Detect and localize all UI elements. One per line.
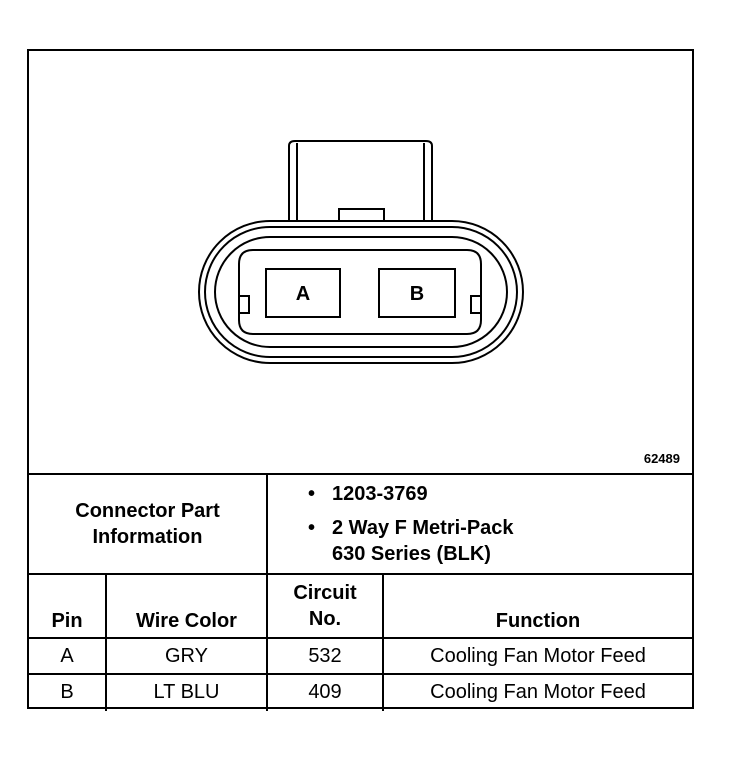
cavity-b bbox=[378, 268, 456, 318]
connector-latch bbox=[288, 140, 433, 222]
row-b-function: Cooling Fan Motor Feed bbox=[430, 680, 646, 703]
divider-header bbox=[29, 637, 692, 639]
header-wire-color: Wire Color bbox=[136, 610, 237, 632]
key-left bbox=[239, 295, 250, 314]
divider-circuit bbox=[382, 575, 384, 711]
divider-row-a bbox=[29, 673, 692, 675]
header-function: Function bbox=[495, 610, 581, 632]
divider-pin bbox=[105, 575, 107, 711]
part-info-label: Connector Part Information bbox=[29, 475, 266, 573]
header-circuit: Circuit No. bbox=[268, 575, 382, 637]
connector-type-bullet: • bbox=[308, 517, 316, 539]
row-a-function: Cooling Fan Motor Feed bbox=[430, 644, 646, 667]
cavity-a bbox=[265, 268, 341, 318]
row-a-wire-color: GRY bbox=[165, 644, 208, 667]
header-pin: Pin bbox=[51, 610, 83, 632]
connector-outer-ring bbox=[198, 220, 524, 364]
latch-tab bbox=[338, 208, 385, 222]
part-info-label-line2: Information bbox=[92, 526, 203, 548]
part-number: 1203-3769 bbox=[332, 483, 428, 505]
connector-series: 630 Series (BLK) bbox=[332, 543, 491, 565]
header-circuit-line1: Circuit bbox=[293, 582, 357, 604]
connector-inner-ring bbox=[214, 236, 508, 348]
connector-outer-ring-2 bbox=[204, 226, 518, 358]
divider-diagram bbox=[29, 473, 692, 475]
connector-inner-body bbox=[238, 249, 482, 335]
row-b-circuit: 409 bbox=[308, 680, 342, 703]
connector-face-diagram: A B bbox=[198, 140, 524, 364]
row-a-circuit: 532 bbox=[308, 644, 342, 667]
cavity-b-label: B bbox=[410, 283, 424, 305]
part-number-bullet: • bbox=[308, 483, 316, 505]
row-a-pin: A bbox=[60, 644, 74, 667]
row-b-wire-color: LT BLU bbox=[153, 680, 220, 703]
divider-part-info bbox=[29, 573, 692, 575]
part-info-label-line1: Connector Part bbox=[75, 500, 220, 522]
cavity-a-label: A bbox=[296, 283, 310, 305]
header-circuit-line2: No. bbox=[308, 608, 342, 630]
connector-info-frame: A B 62489 Connector Part Information • 1… bbox=[27, 49, 694, 711]
figure-id: 62489 bbox=[643, 451, 680, 466]
connector-type: 2 Way F Metri-Pack bbox=[332, 517, 514, 539]
divider-part-label bbox=[266, 475, 268, 711]
key-right bbox=[470, 295, 481, 314]
row-b-pin: B bbox=[60, 680, 74, 703]
